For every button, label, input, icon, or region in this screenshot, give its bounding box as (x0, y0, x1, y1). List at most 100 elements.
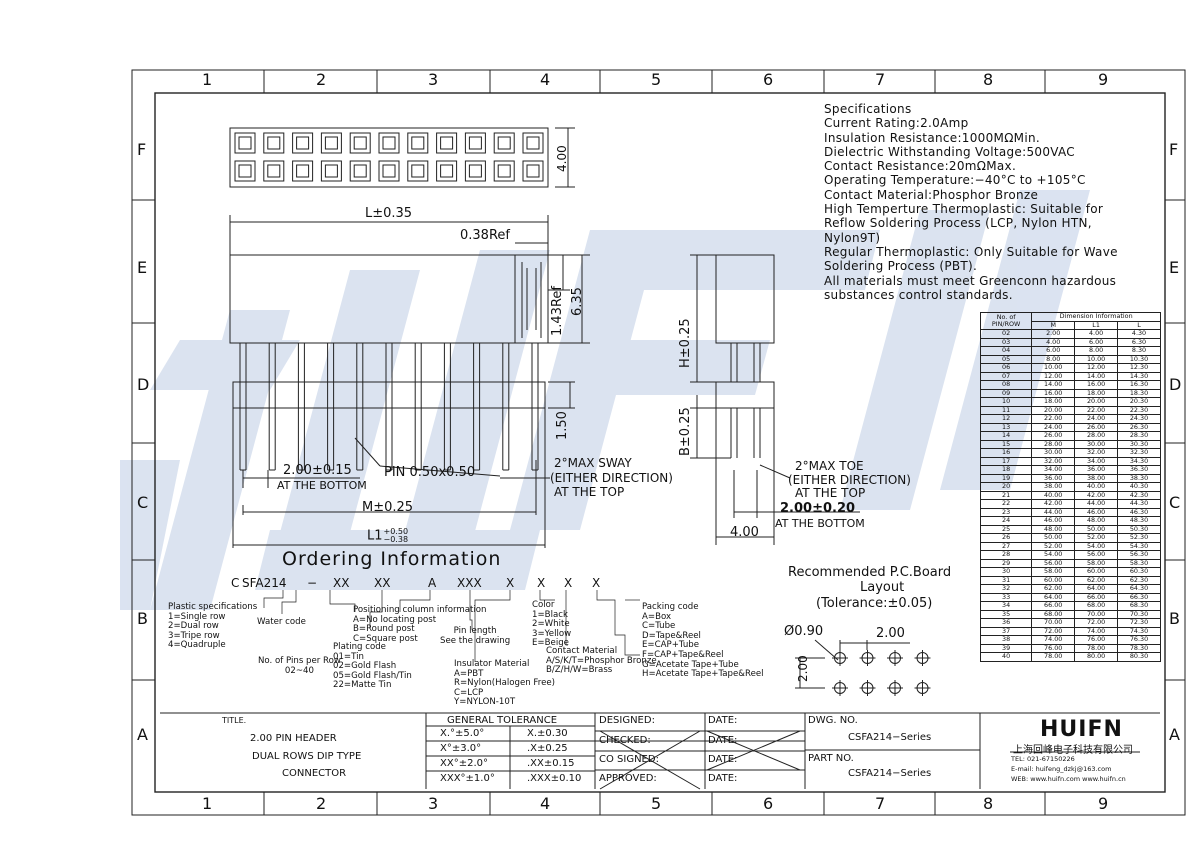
ordering-line: 22=Matte Tin (333, 680, 392, 691)
table-cell: 33 (979, 592, 1033, 602)
zone-row-left-F: F (137, 140, 147, 159)
table-cell: 56.00 (1074, 550, 1119, 560)
spec-line: Operating Temperature:−40°C to +105°C (824, 173, 1086, 188)
dim-L: L±0.35 (365, 206, 413, 221)
table-cell: 78.00 (1031, 652, 1076, 662)
ordering-line: Pin length (453, 626, 497, 636)
table-cell: 28.00 (1031, 439, 1076, 449)
table-cell: 26 (979, 533, 1033, 543)
table-cell: 12.00 (1031, 371, 1076, 381)
ordering-line: 05=Gold Flash/Tin (333, 670, 412, 681)
top-view-pin-hole (382, 136, 396, 150)
table-cell: 32.00 (1031, 456, 1076, 466)
top-view-pin-hole (296, 136, 310, 150)
ordering-line: No. of Pins per Row (258, 656, 341, 666)
top-view-pin-hole (440, 136, 454, 150)
table-header-L1: L1 (1074, 320, 1119, 330)
zone-col-top-5: 5 (651, 70, 662, 89)
tolerance-angle: XXX°±1.0° (440, 773, 495, 784)
top-view-pin-hole (468, 136, 482, 150)
top-view-pin-hole (353, 164, 367, 178)
top-view-pin-cell (436, 160, 458, 182)
table-cell: 50.00 (1074, 524, 1119, 534)
dim-sway: 2°MAX SWAY (554, 456, 632, 470)
ordering-line: E=Beige (532, 638, 569, 649)
part-label: PART NO. (808, 753, 854, 764)
top-view-pin-hole (296, 164, 310, 178)
tolerance-angle: XX°±2.0° (440, 758, 488, 769)
top-view-pin-cell (292, 160, 314, 182)
table-cell: 30.00 (1031, 448, 1076, 458)
ordering-code-part: A (428, 576, 437, 590)
dim-at-bottom-side: AT THE BOTTOM (775, 517, 865, 530)
table-cell: 04 (979, 346, 1033, 356)
top-view-pin-cell (522, 132, 544, 154)
ordering-line: C=LCP (454, 687, 484, 698)
table-cell: 20.00 (1031, 405, 1076, 415)
table-cell: 37 (979, 626, 1033, 636)
table-cell: 39 (979, 643, 1033, 653)
title-line-1: 2.00 PIN HEADER (250, 733, 337, 744)
tolerance-linear: X.±0.30 (527, 728, 568, 739)
table-cell: 74.00 (1031, 635, 1076, 645)
zone-row-left-D: D (137, 375, 150, 394)
zone-row-left-A: A (137, 725, 148, 744)
table-cell: 52.30 (1117, 533, 1161, 543)
table-cell: 02 (979, 329, 1033, 339)
top-view-pin-hole (468, 164, 482, 178)
zone-row-right-B: B (1169, 609, 1180, 628)
title-line-2: DUAL ROWS DIP TYPE (252, 751, 362, 762)
ordering-line: R=Nylon(Halogen Free) (454, 678, 556, 689)
table-cell: 50.30 (1117, 524, 1161, 534)
part-value: CSFA214−Series (848, 768, 932, 779)
table-cell: 60.30 (1117, 567, 1161, 577)
tolerance-angle: X°±3.0° (440, 743, 482, 754)
table-cell: 70.30 (1117, 609, 1161, 619)
top-view-pin-cell (493, 160, 515, 182)
table-cell: 38 (979, 635, 1033, 645)
table-cell: 34.30 (1117, 456, 1161, 466)
ordering-line: Insulator Material (454, 659, 530, 669)
zone-col-top-1: 1 (202, 70, 213, 89)
spec-line: Regular Thermoplastic: Only Suitable for… (824, 244, 1118, 274)
table-cell: 76.00 (1074, 635, 1119, 645)
top-view-pin-hole (238, 136, 252, 150)
table-cell: 48.00 (1074, 516, 1119, 526)
top-view-pin-cell (263, 132, 285, 154)
table-cell: 16.30 (1117, 380, 1161, 390)
table-cell: 4.00 (1031, 337, 1076, 347)
table-cell: 72.00 (1031, 626, 1076, 636)
top-view-pin-hole (324, 164, 338, 178)
tolerance-angle: X.°±5.0° (440, 728, 485, 739)
approval-role: CO SIGNED: (599, 754, 659, 765)
zone-row-right-A: A (1169, 725, 1180, 744)
table-cell: 72.30 (1117, 618, 1161, 628)
table-cell: 36.00 (1031, 473, 1076, 483)
table-cell: 78.00 (1074, 643, 1119, 653)
table-cell: 07 (979, 371, 1033, 381)
table-cell: 27 (979, 541, 1033, 551)
ordering-line: 3=Yellow (532, 628, 572, 639)
zone-row-left-C: C (137, 493, 149, 512)
table-cell: 23 (979, 507, 1033, 517)
dim-L1-minus: −0.38 (383, 535, 409, 544)
table-cell: 24.30 (1117, 414, 1161, 424)
dim-pitch: 2.00±0.15 (283, 463, 352, 478)
top-view-pin-cell (263, 160, 285, 182)
dwg-label: DWG. NO. (808, 715, 858, 726)
table-cell: 21 (979, 490, 1033, 500)
table-cell: 58.00 (1031, 567, 1076, 577)
table-cell: 28.30 (1117, 431, 1161, 441)
table-cell: 70.00 (1074, 609, 1119, 619)
table-cell: 14 (979, 431, 1033, 441)
top-view-pin-cell (378, 132, 400, 154)
